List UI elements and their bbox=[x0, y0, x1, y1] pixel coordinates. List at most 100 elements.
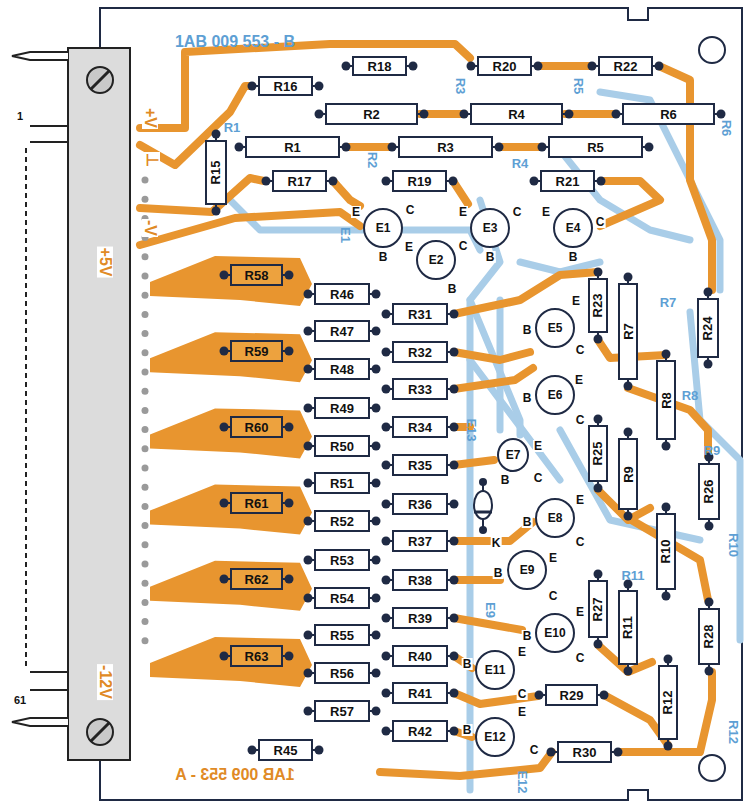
board-outline bbox=[70, 8, 742, 800]
silkscreen-label: R3 bbox=[454, 77, 467, 96]
part-label: E7 bbox=[506, 449, 521, 461]
resistor-symbol: R37 bbox=[392, 530, 448, 552]
solder-pad bbox=[342, 62, 351, 71]
silkscreen-label: E13 bbox=[465, 417, 478, 442]
solder-pad bbox=[262, 177, 271, 186]
solder-pad bbox=[382, 727, 391, 736]
connector-pad bbox=[142, 522, 149, 529]
silkscreen-label: R11 bbox=[620, 569, 645, 582]
solder-pad bbox=[382, 310, 391, 319]
solder-pad bbox=[372, 517, 381, 526]
part-label: R20 bbox=[493, 60, 517, 73]
solder-pad bbox=[705, 667, 714, 676]
solder-pad bbox=[304, 631, 313, 640]
resistor-symbol: R23 bbox=[588, 278, 608, 333]
solder-pad bbox=[372, 365, 381, 374]
transistor-symbol: E7 bbox=[497, 438, 529, 472]
part-label: R28 bbox=[703, 625, 716, 649]
part-label: R56 bbox=[330, 667, 354, 680]
solder-pad bbox=[450, 614, 459, 623]
resistor-symbol: R39 bbox=[392, 607, 448, 629]
solder-pad bbox=[534, 62, 543, 71]
solder-pad bbox=[382, 177, 391, 186]
solder-pad bbox=[450, 385, 459, 394]
solder-pad bbox=[285, 499, 294, 508]
pin-letter: B bbox=[378, 251, 389, 263]
pin-letter: B bbox=[522, 516, 533, 528]
transistor-symbol: E5 bbox=[535, 308, 575, 348]
solder-pad bbox=[594, 268, 603, 277]
solder-pad bbox=[382, 461, 391, 470]
part-label: R27 bbox=[592, 597, 605, 621]
connector-pad bbox=[142, 580, 149, 587]
board-marking: +5V bbox=[97, 247, 113, 278]
part-label: R36 bbox=[408, 498, 432, 511]
copper-finger bbox=[150, 637, 312, 687]
part-label: R57 bbox=[330, 705, 354, 718]
connector-pins bbox=[12, 52, 68, 726]
copper-finger bbox=[150, 561, 312, 611]
part-label: E11 bbox=[485, 664, 506, 676]
pin-letter: E bbox=[548, 552, 558, 564]
connector-pad bbox=[142, 465, 149, 472]
transistor-symbol: E2 bbox=[416, 240, 456, 280]
resistor-symbol: R25 bbox=[588, 425, 608, 482]
part-label: R7 bbox=[622, 323, 635, 340]
solder-pad bbox=[372, 707, 381, 716]
solder-pad bbox=[645, 143, 654, 152]
resistor-symbol: R8 bbox=[656, 360, 676, 440]
resistor-symbol: R6 bbox=[622, 103, 715, 125]
part-label: R50 bbox=[330, 440, 354, 453]
part-label: E8 bbox=[548, 512, 563, 524]
resistor-symbol: R47 bbox=[314, 320, 370, 342]
solder-pad bbox=[304, 669, 313, 678]
resistor-symbol: R41 bbox=[392, 682, 448, 704]
solder-pad bbox=[612, 110, 621, 119]
part-label: E9 bbox=[520, 564, 535, 576]
edge-connector bbox=[68, 48, 130, 760]
silkscreen-label: E12 bbox=[516, 769, 529, 794]
pin-letter: E bbox=[574, 374, 584, 386]
part-label: E2 bbox=[429, 254, 444, 266]
board-marking: +V bbox=[142, 107, 158, 129]
part-label: R51 bbox=[330, 477, 354, 490]
solder-pad bbox=[450, 652, 459, 661]
part-label: R16 bbox=[274, 80, 298, 93]
connector-pad bbox=[142, 484, 149, 491]
part-label: R60 bbox=[245, 421, 269, 434]
solder-pad bbox=[304, 327, 313, 336]
resistor-symbol: R54 bbox=[314, 587, 370, 609]
solder-pad bbox=[624, 667, 633, 676]
solder-pad bbox=[315, 110, 324, 119]
solder-pad bbox=[664, 655, 673, 664]
solder-pad bbox=[382, 348, 391, 357]
transistor-symbol: E10 bbox=[535, 613, 575, 653]
solder-pad bbox=[372, 631, 381, 640]
part-label: R1 bbox=[284, 141, 301, 154]
solder-pad bbox=[304, 365, 313, 374]
part-label: R9 bbox=[622, 466, 635, 483]
transistor-symbol: E1 bbox=[363, 208, 403, 248]
pin-letter: E bbox=[533, 440, 543, 452]
part-label: R30 bbox=[573, 746, 597, 759]
solder-pad bbox=[382, 423, 391, 432]
solder-pad bbox=[285, 271, 294, 280]
solder-pad bbox=[460, 110, 469, 119]
solder-pad bbox=[717, 110, 726, 119]
resistor-symbol: R29 bbox=[545, 684, 598, 706]
resistor-symbol: R32 bbox=[392, 341, 448, 363]
resistor-symbol: R34 bbox=[392, 416, 448, 438]
part-label: R11 bbox=[622, 616, 635, 639]
resistor-symbol: R24 bbox=[697, 298, 719, 358]
part-label: R55 bbox=[330, 629, 354, 642]
resistor-symbol: R18 bbox=[352, 56, 407, 76]
connector-pad bbox=[142, 273, 149, 280]
resistor-symbol: R48 bbox=[314, 358, 370, 380]
solder-pad bbox=[594, 484, 603, 493]
solder-pad bbox=[248, 82, 257, 91]
silkscreen-label: R8 bbox=[681, 389, 700, 402]
solder-pad bbox=[285, 575, 294, 584]
resistor-symbol: R53 bbox=[314, 549, 370, 571]
board-marking: 1AB 009 553 - A bbox=[174, 767, 295, 783]
diode-symbol bbox=[474, 478, 492, 534]
